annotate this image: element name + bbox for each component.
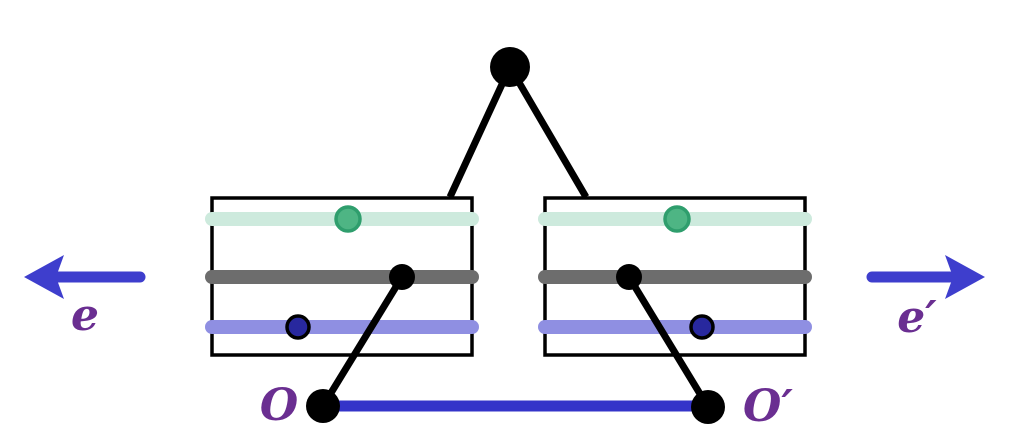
left-black-dot	[389, 264, 415, 290]
o-prime-node	[691, 390, 725, 424]
apex-to-left-box-line	[446, 65, 514, 199]
label-e-prime: e′	[897, 292, 937, 343]
right-indigo-dot	[689, 314, 715, 340]
label-o: O	[260, 380, 298, 431]
left-direction-arrow	[24, 255, 146, 299]
o-prime-to-right-gray-point-line	[626, 275, 711, 409]
right-direction-arrow	[866, 255, 985, 299]
apex-to-right-box-line	[506, 65, 590, 199]
right-green-dot	[663, 205, 691, 233]
o-node	[306, 389, 340, 423]
label-o-prime: O′	[743, 381, 793, 432]
left-arrow-head-icon	[24, 255, 64, 299]
right-arrow-head-icon	[945, 255, 985, 299]
apex-node	[490, 47, 530, 87]
label-e: e	[71, 290, 99, 341]
right-black-dot	[616, 264, 642, 290]
o-to-left-gray-point-line	[320, 275, 405, 408]
left-indigo-dot	[285, 314, 311, 340]
left-green-dot	[334, 205, 362, 233]
